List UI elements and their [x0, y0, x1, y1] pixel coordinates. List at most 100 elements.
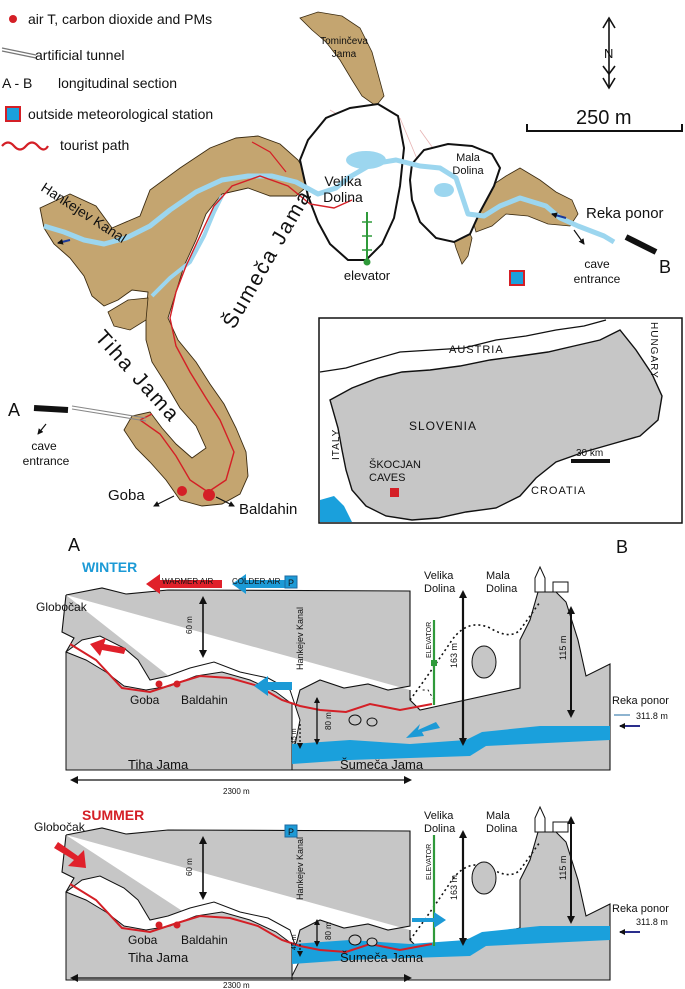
- winter-elevation-label: 311.8 m: [636, 711, 668, 721]
- slovenia-label: SLOVENIA: [409, 419, 477, 433]
- winter-80m-label: 80 m: [324, 712, 333, 730]
- summer-length-label: 2300 m: [223, 981, 250, 989]
- elevator-label: elevator: [344, 268, 391, 283]
- winter-colder-air-arrow: [232, 574, 286, 594]
- summer-panel: [54, 805, 640, 982]
- cave-plan-map: [33, 11, 658, 507]
- inset-map: [318, 317, 683, 524]
- tunnel-symbol-icon: [1, 47, 37, 59]
- winter-velika-label-2: Dolina: [424, 583, 456, 595]
- summer-station-marker: [284, 824, 298, 838]
- winter-warmer-air-arrow: [146, 574, 222, 594]
- summer-river: [292, 926, 610, 964]
- cave-entrance-label-1-east: cave: [584, 257, 610, 271]
- winter-tiha-label: Tiha Jama: [128, 757, 189, 772]
- winter-globocak-label: Globočak: [36, 600, 88, 614]
- summer-mala-label-1: Mala: [486, 810, 511, 822]
- caves-location-marker: [390, 488, 399, 497]
- velika-dolina-outline: [298, 102, 406, 261]
- winter-length-label: 2300 m: [223, 787, 250, 796]
- section-end-a: [33, 405, 69, 413]
- summer-velika-label-2: Dolina: [424, 823, 456, 835]
- scale-label: 250 m: [576, 107, 632, 129]
- summer-elevator-label: ELEVATOR: [426, 844, 433, 880]
- legend-station-label: outside meteorological station: [28, 106, 213, 122]
- winter-baldahin-label: Baldahin: [181, 693, 228, 707]
- inset-scale-label: 30 km: [576, 448, 603, 459]
- map-b-label: B: [659, 257, 671, 277]
- summer-reka-label: Reka ponor: [612, 903, 669, 915]
- winter-p-label: P: [288, 578, 294, 588]
- summer-mala-label-2: Dolina: [486, 823, 518, 835]
- velika-label-2: Dolina: [323, 189, 363, 205]
- winter-velika-label-1: Velika: [424, 570, 454, 582]
- meteorological-station-marker: [509, 270, 525, 286]
- cave-entrance-label-1-west: cave: [31, 439, 57, 453]
- sensor-goba: [177, 486, 187, 496]
- winter-115m-label: 115 m: [558, 636, 568, 660]
- winter-colder-air-text: COLDER AIR: [232, 577, 281, 586]
- summer-goba-label: Goba: [128, 933, 158, 947]
- winter-hankejev-label: Hankejev Kanal: [295, 607, 305, 670]
- summer-velika-label-1: Velika: [424, 810, 454, 822]
- summer-tiha-label: Tiha Jama: [128, 950, 189, 965]
- winter-panel: [61, 565, 640, 784]
- winter-elevator-label: ELEVATOR: [426, 622, 433, 658]
- summer-p-label: P: [288, 827, 294, 837]
- scale-bar: [526, 124, 683, 132]
- reka-ponor-label: Reka ponor: [586, 205, 664, 222]
- legend: air T, carbon dioxide and PMs artificial…: [1, 11, 213, 153]
- slovenia-shape: [329, 329, 663, 521]
- sumeca-label: Šumeča Jama: [218, 186, 316, 333]
- hungary-label: HUNGARY: [648, 322, 659, 379]
- adriatic-sea: [320, 496, 352, 522]
- summer-baldahin-label: Baldahin: [181, 933, 228, 947]
- summer-sumeca-label: Šumeča Jama: [340, 950, 424, 965]
- summer-163m-label: 163 m: [449, 875, 459, 900]
- velika-label-1: Velika: [324, 173, 362, 189]
- winter-station-marker: [284, 575, 298, 589]
- caves-label: CAVES: [369, 472, 405, 484]
- summer-elevation-label: 311.8 m: [636, 917, 668, 927]
- elevator-shaft: [362, 212, 372, 266]
- goba-map-label: Goba: [108, 487, 145, 504]
- summer-hankejev-label: Hankejev Kanal: [295, 837, 305, 900]
- sumeca-cave-area: [39, 135, 313, 507]
- mala-label-2: Dolina: [452, 165, 484, 177]
- summer-cold-air-arrow: [412, 912, 446, 928]
- winter-reka-label: Reka ponor: [612, 695, 669, 707]
- north-arrow-icon: [602, 16, 616, 90]
- mala-label-1: Mala: [456, 152, 481, 164]
- cave-entrance-label-2-west: entrance: [23, 454, 70, 468]
- sensor-baldahin: [203, 489, 215, 501]
- winter-river: [292, 726, 610, 764]
- legend-section-symbol: A - B: [2, 75, 32, 91]
- legend-tunnel-label: artificial tunnel: [35, 47, 125, 63]
- section-a-label: A: [68, 535, 80, 555]
- section-end-b: [624, 234, 658, 255]
- winter-60m-label: 60 m: [185, 616, 194, 634]
- map-a-label: A: [8, 400, 20, 420]
- legend-sensor-label: air T, carbon dioxide and PMs: [28, 11, 212, 27]
- summer-115m-label: 115 m: [558, 856, 568, 880]
- section-b-label: B: [616, 537, 628, 557]
- tomincheva-label-2: Jama: [332, 49, 357, 60]
- winter-mala-label-2: Dolina: [486, 583, 518, 595]
- station-marker-icon: [5, 106, 21, 122]
- austria-label: AUSTRIA: [449, 344, 504, 356]
- winter-45m-label: 45 m: [291, 728, 298, 744]
- summer-80m-label: 80 m: [324, 922, 333, 940]
- summer-tourist-path: [69, 883, 433, 954]
- winter-sumeca-label: Šumeča Jama: [340, 757, 424, 772]
- tomincheva-label-1: Tominčeva: [320, 36, 368, 47]
- summer-globocak-label: Globočak: [34, 820, 86, 834]
- italy-label: ITALY: [331, 429, 342, 460]
- winter-mala-label-1: Mala: [486, 570, 511, 582]
- winter-163m-label: 163 m: [449, 643, 459, 668]
- tourist-path: [138, 175, 353, 493]
- winter-warmer-air-text: WARMER AIR: [162, 577, 213, 586]
- cave-entrance-label-2-east: entrance: [574, 272, 621, 286]
- sensor-marker-icon: [9, 15, 17, 23]
- summer-60m-label: 60 m: [185, 858, 194, 876]
